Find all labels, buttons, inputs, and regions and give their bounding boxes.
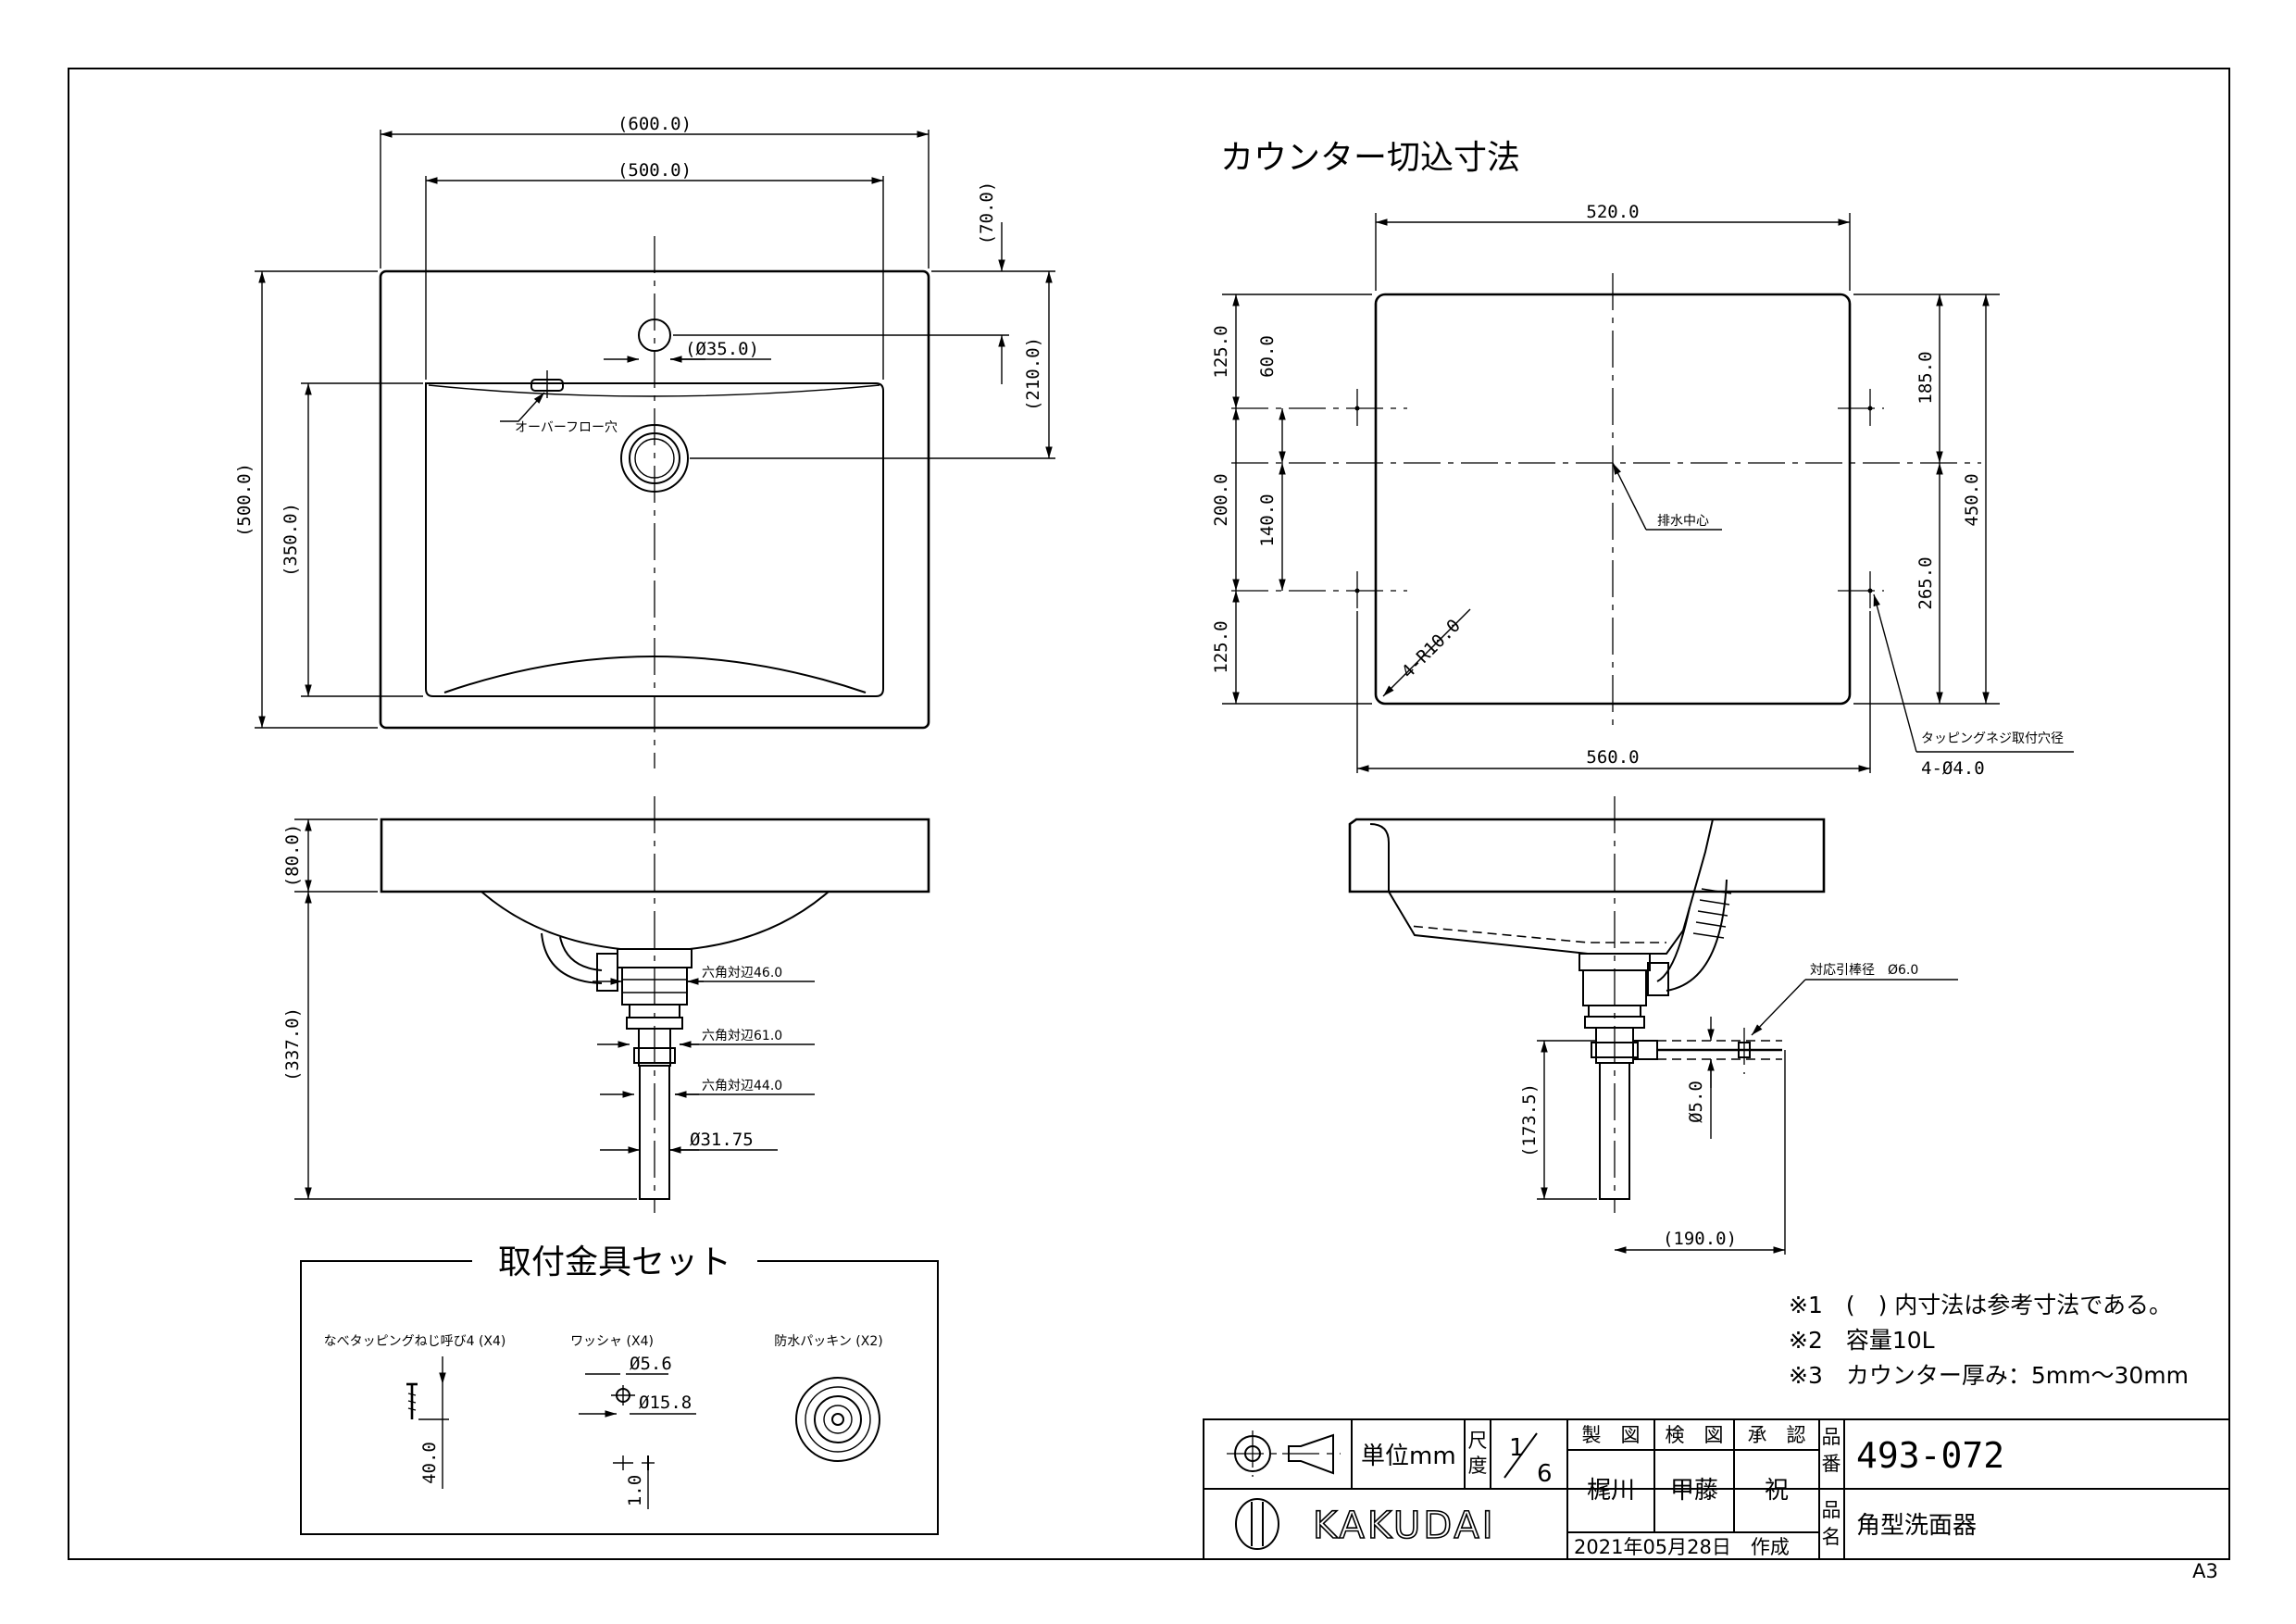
hex-nut-61: 六角対辺61.0	[702, 1029, 782, 1043]
part-name: 角型洗面器	[1856, 1512, 1977, 1540]
dim-corner-radius: 4-R10.0	[1398, 616, 1465, 682]
company-name: KAKUDAI	[1313, 1505, 1496, 1547]
tapping-hole-tl	[1354, 406, 1360, 411]
overflow-label: オーバーフロー穴	[515, 420, 618, 435]
part-name-label-1: 品	[1822, 1499, 1841, 1521]
dim-left-125-bottom: 125.0	[1211, 620, 1231, 673]
overflow-nut	[596, 953, 618, 992]
tapping-hole-tr	[1867, 406, 1873, 411]
packing-outer	[795, 1377, 881, 1462]
dim-right-265: 265.0	[1915, 556, 1936, 609]
company-logo: KAKUDAI	[1235, 1498, 1496, 1550]
basin-bowl-outline	[425, 382, 884, 697]
tapping-hole-label: タッピングネジ取付穴径	[1921, 731, 2064, 746]
scale-label-2: 度	[1468, 1455, 1488, 1477]
screw-length: 40.0	[419, 1442, 440, 1484]
hex-nut-44: 六角対辺44.0	[702, 1079, 782, 1093]
screw-label: なべタッピングねじ呼び4 (X4)	[324, 1334, 506, 1349]
dim-drain-offset: (210.0)	[1023, 337, 1043, 411]
logo-mark-icon	[1235, 1498, 1279, 1550]
notes: ※1 ( ) 内寸法は参考寸法である。 ※2 容量10L ※3 カウンター厚み：…	[1789, 1292, 2189, 1389]
hardware-set-panel: 取付金具セット なべタッピングねじ呼び4 (X4) 40.0 ワッシャ (X4)…	[300, 1243, 939, 1535]
dim-faucet-offset: (70.0)	[977, 181, 997, 245]
front-view: (80.0) (337.0) 六角対辺46.0 六角対辺61.0 六角対辺44.…	[282, 796, 930, 1213]
basin-rim-profile	[380, 818, 930, 893]
drain-center-label: 排水中心	[1657, 514, 1709, 529]
washer-thickness: 1.0	[625, 1475, 645, 1506]
top-view: (600.0) (500.0) (500.0) (350.0) (70.0) (…	[234, 114, 1055, 768]
note-1: ※1 ( ) 内寸法は参考寸法である。	[1789, 1292, 2172, 1318]
dim-right-185: 185.0	[1915, 351, 1936, 404]
overflow-pipe-outer	[541, 932, 603, 984]
hex-nut-46: 六角対辺46.0	[702, 966, 782, 981]
unit-label: 単位mm	[1361, 1443, 1456, 1470]
scale-numerator: 1	[1509, 1434, 1525, 1462]
dim-left-140: 140.0	[1257, 493, 1278, 546]
tapping-hole-value: 4-Ø4.0	[1921, 758, 1985, 779]
note-2: ※2 容量10L	[1789, 1327, 1935, 1354]
dim-left-125-top: 125.0	[1211, 325, 1231, 378]
dim-rod-dia-5: Ø5.0	[1686, 1081, 1706, 1123]
tapping-hole-bl	[1354, 588, 1360, 593]
hardware-set-frame	[300, 1260, 939, 1535]
drawing-date: 2021年05月28日 作成	[1574, 1536, 1790, 1558]
pop-up-rod-label: 対応引棒径 Ø6.0	[1810, 963, 1918, 978]
tapping-hole-br	[1867, 588, 1873, 593]
bowl-back-curve	[428, 384, 880, 397]
approved-by-label: 承 認	[1748, 1424, 1806, 1446]
dim-cutout-width: 520.0	[1586, 202, 1639, 222]
dim-rim-height: (80.0)	[282, 824, 303, 888]
dim-rod-offset: (190.0)	[1663, 1229, 1737, 1249]
hardware-set-title: 取付金具セット	[498, 1243, 731, 1281]
dim-bowl-width: (500.0)	[618, 160, 692, 181]
sheet-size: A3	[2192, 1560, 2218, 1582]
drafted-by-name: 梶川	[1587, 1477, 1635, 1505]
dim-total-height: (337.0)	[282, 1007, 303, 1081]
overflow-pipe-inner	[559, 936, 603, 971]
dim-bowl-depth: (350.0)	[281, 503, 301, 577]
drafted-by-label: 製 図	[1582, 1424, 1641, 1446]
scale-denominator: 6	[1537, 1460, 1553, 1488]
dim-screw-span: 560.0	[1586, 747, 1639, 768]
washer-inner-dia: Ø5.6	[630, 1354, 672, 1374]
bowl-front-curve	[443, 656, 867, 693]
part-name-label-2: 名	[1822, 1526, 1841, 1548]
dim-faucet-hole: (Ø35.0)	[685, 339, 759, 359]
dim-rod-height: (173.5)	[1519, 1083, 1540, 1157]
dim-overall-depth: (500.0)	[234, 463, 255, 537]
washer-label: ワッシャ (X4)	[570, 1334, 654, 1349]
part-number-label-2: 番	[1822, 1453, 1841, 1475]
side-rim-profile	[1348, 818, 1826, 893]
title-block: 単位mm 尺 度 1 6 製 図 検 図 承 認 梶川 甲藤 祝 品 番 493…	[1203, 1418, 2230, 1560]
part-number-label-1: 品	[1822, 1426, 1841, 1448]
checked-by-label: 検 図	[1666, 1424, 1724, 1446]
sheet-border	[68, 68, 2230, 1560]
packing-spiral	[814, 1395, 863, 1443]
washer-outer-dia: Ø15.8	[639, 1393, 692, 1413]
dim-pipe-dia: Ø31.75	[690, 1130, 754, 1150]
side-view: (173.5) Ø5.0 (190.0) 対応引棒径 Ø6.0	[1348, 796, 1958, 1255]
projection-symbol	[1227, 1430, 1341, 1477]
dim-left-60: 60.0	[1257, 335, 1278, 378]
note-3: ※3 カウンター厚み：5mm〜30mm	[1789, 1362, 2189, 1389]
part-number: 493-072	[1856, 1435, 2004, 1476]
side-overflow-pipe	[1656, 906, 1691, 982]
counter-cutout-view: カウンター切込寸法 520.0 560.0 125.0 200.0	[1211, 139, 2074, 779]
dim-overall-width: (600.0)	[618, 114, 692, 134]
cutout-title: カウンター切込寸法	[1220, 139, 1520, 177]
dim-left-200: 200.0	[1211, 473, 1231, 526]
side-bowl-profile	[1388, 818, 1714, 955]
dim-right-450: 450.0	[1962, 473, 1982, 526]
packing-label: 防水パッキン (X2)	[774, 1334, 882, 1349]
checked-by-name: 甲藤	[1670, 1477, 1718, 1505]
approved-by-name: 祝	[1765, 1477, 1789, 1505]
scale-label-1: 尺	[1468, 1430, 1488, 1452]
